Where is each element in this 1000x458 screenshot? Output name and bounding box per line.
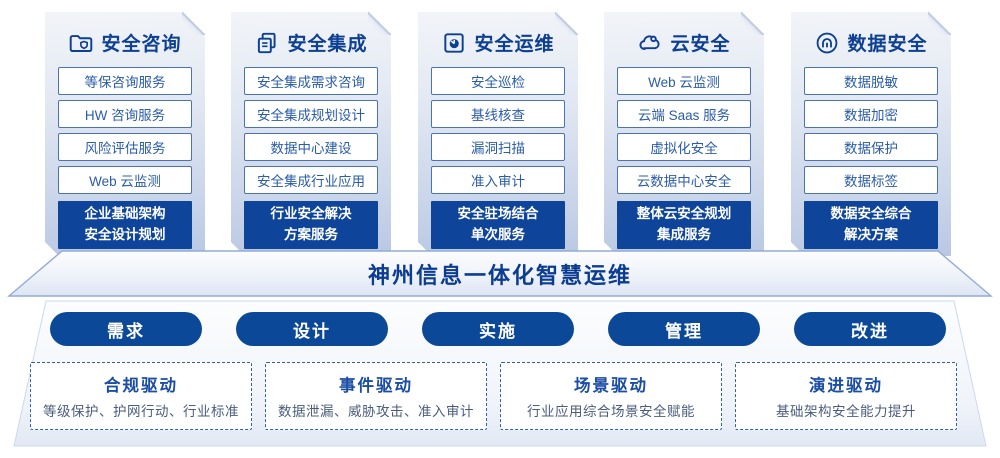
process-step-pill: 实施 xyxy=(422,312,574,346)
driver-box-incident: 事件驱动 数据泄漏、威胁攻击、准入审计 xyxy=(265,362,487,430)
service-item: 数据标签 xyxy=(804,166,938,194)
service-item: 准入审计 xyxy=(431,166,565,194)
driver-description: 数据泄漏、威胁攻击、准入审计 xyxy=(278,404,474,419)
highlight-line: 安全设计规划 xyxy=(84,227,166,242)
card-header: 安全集成 xyxy=(231,27,391,58)
card-security-consulting: 安全咨询 等保咨询服务 HW 咨询服务 风险评估服务 Web 云监测 企业基础架… xyxy=(45,12,205,256)
card-header: 安全咨询 xyxy=(45,27,205,58)
highlight-line: 行业安全解决 xyxy=(270,206,352,222)
card-security-integration: 安全集成 安全集成需求咨询 安全集成规划设计 数据中心建设 安全集成行业应用 行… xyxy=(231,12,391,256)
card-header: 安全运维 xyxy=(418,27,578,58)
card-title: 安全运维 xyxy=(474,34,555,55)
card-cloud-security: 云安全 Web 云监测 云端 Saas 服务 虚拟化安全 云数据中心安全 整体云… xyxy=(604,12,764,256)
service-item: 数据脱敏 xyxy=(804,67,938,95)
highlight-line: 安全驻场结合 xyxy=(457,206,539,222)
cloud-icon xyxy=(637,30,663,56)
folder-shield-icon xyxy=(68,30,94,56)
card-fold-corner xyxy=(555,12,578,35)
driver-box-row: 合规驱动 等级保护、护网行动、行业标准 事件驱动 数据泄漏、威胁攻击、准入审计 … xyxy=(30,362,957,430)
service-item: 云端 Saas 服务 xyxy=(617,100,751,128)
card-title: 云安全 xyxy=(670,34,731,55)
card-security-operations: 安全运维 安全巡检 基线核查 漏洞扫描 准入审计 安全驻场结合 单次服务 xyxy=(418,12,578,256)
process-step-pill: 需求 xyxy=(50,312,202,346)
card-fold-corner xyxy=(741,12,764,35)
card-item-list: 数据脱敏 数据加密 数据保护 数据标签 xyxy=(804,67,938,194)
service-item: 漏洞扫描 xyxy=(431,133,565,161)
highlight-line: 集成服务 xyxy=(657,227,711,242)
service-item: 等保咨询服务 xyxy=(58,67,192,95)
service-item: 安全集成需求咨询 xyxy=(244,67,378,95)
highlight-line: 数据安全综合 xyxy=(830,206,912,222)
card-title: 安全咨询 xyxy=(101,34,182,55)
driver-title: 演进驱动 xyxy=(809,377,883,395)
highlight-line: 解决方案 xyxy=(844,227,898,242)
card-title: 数据安全 xyxy=(847,34,928,55)
card-item-list: 安全巡检 基线核查 漏洞扫描 准入审计 xyxy=(431,67,565,194)
service-item: 安全巡检 xyxy=(431,67,565,95)
process-step-pill: 改进 xyxy=(794,312,946,346)
driver-box-scenario: 场景驱动 行业应用综合场景安全赋能 xyxy=(500,362,722,430)
driver-description: 等级保护、护网行动、行业标准 xyxy=(43,404,239,419)
process-step-pill: 管理 xyxy=(608,312,760,346)
service-item: 安全集成规划设计 xyxy=(244,100,378,128)
driver-title: 事件驱动 xyxy=(339,377,413,395)
service-item: 风险评估服务 xyxy=(58,133,192,161)
process-step-pill: 设计 xyxy=(236,312,388,346)
card-item-list: Web 云监测 云端 Saas 服务 虚拟化安全 云数据中心安全 xyxy=(617,67,751,194)
highlight-box: 整体云安全规划 集成服务 xyxy=(617,201,751,249)
highlight-box: 企业基础架构 安全设计规划 xyxy=(58,201,192,249)
card-data-security: 数据安全 数据脱敏 数据加密 数据保护 数据标签 数据安全综合 解决方案 xyxy=(791,12,951,256)
card-title: 安全集成 xyxy=(287,34,368,55)
service-item: HW 咨询服务 xyxy=(58,100,192,128)
driver-title: 合规驱动 xyxy=(104,377,178,395)
service-item: 虚拟化安全 xyxy=(617,133,751,161)
highlight-line: 单次服务 xyxy=(471,227,525,242)
highlight-box: 安全驻场结合 单次服务 xyxy=(431,201,565,249)
highlight-box: 行业安全解决 方案服务 xyxy=(244,201,378,249)
banner-title: 神州信息一体化智慧运维 xyxy=(367,262,632,288)
card-header: 云安全 xyxy=(604,27,764,58)
service-item: 数据保护 xyxy=(804,133,938,161)
card-fold-corner xyxy=(182,12,205,35)
service-item: Web 云监测 xyxy=(617,67,751,95)
service-item: 数据中心建设 xyxy=(244,133,378,161)
highlight-box: 数据安全综合 解决方案 xyxy=(804,201,938,249)
driver-box-evolution: 演进驱动 基础架构安全能力提升 xyxy=(735,362,957,430)
monitor-clock-icon xyxy=(441,30,467,56)
highlight-line: 企业基础架构 xyxy=(84,206,166,222)
highlight-line: 方案服务 xyxy=(284,227,338,242)
fingerprint-icon xyxy=(814,30,840,56)
service-item: 数据加密 xyxy=(804,100,938,128)
service-item: 云数据中心安全 xyxy=(617,166,751,194)
banner-trapezoid xyxy=(7,250,993,297)
driver-box-compliance: 合规驱动 等级保护、护网行动、行业标准 xyxy=(30,362,252,430)
driver-description: 基础架构安全能力提升 xyxy=(776,404,916,419)
service-item: 基线核查 xyxy=(431,100,565,128)
driver-title: 场景驱动 xyxy=(574,377,648,395)
service-item: Web 云监测 xyxy=(58,166,192,194)
card-fold-corner xyxy=(368,12,391,35)
card-item-list: 安全集成需求咨询 安全集成规划设计 数据中心建设 安全集成行业应用 xyxy=(244,67,378,194)
card-header: 数据安全 xyxy=(791,27,951,58)
driver-description: 行业应用综合场景安全赋能 xyxy=(527,404,695,419)
card-fold-corner xyxy=(928,12,951,35)
card-item-list: 等保咨询服务 HW 咨询服务 风险评估服务 Web 云监测 xyxy=(58,67,192,194)
service-item: 安全集成行业应用 xyxy=(244,166,378,194)
documents-icon xyxy=(254,30,280,56)
highlight-line: 整体云安全规划 xyxy=(636,206,732,222)
